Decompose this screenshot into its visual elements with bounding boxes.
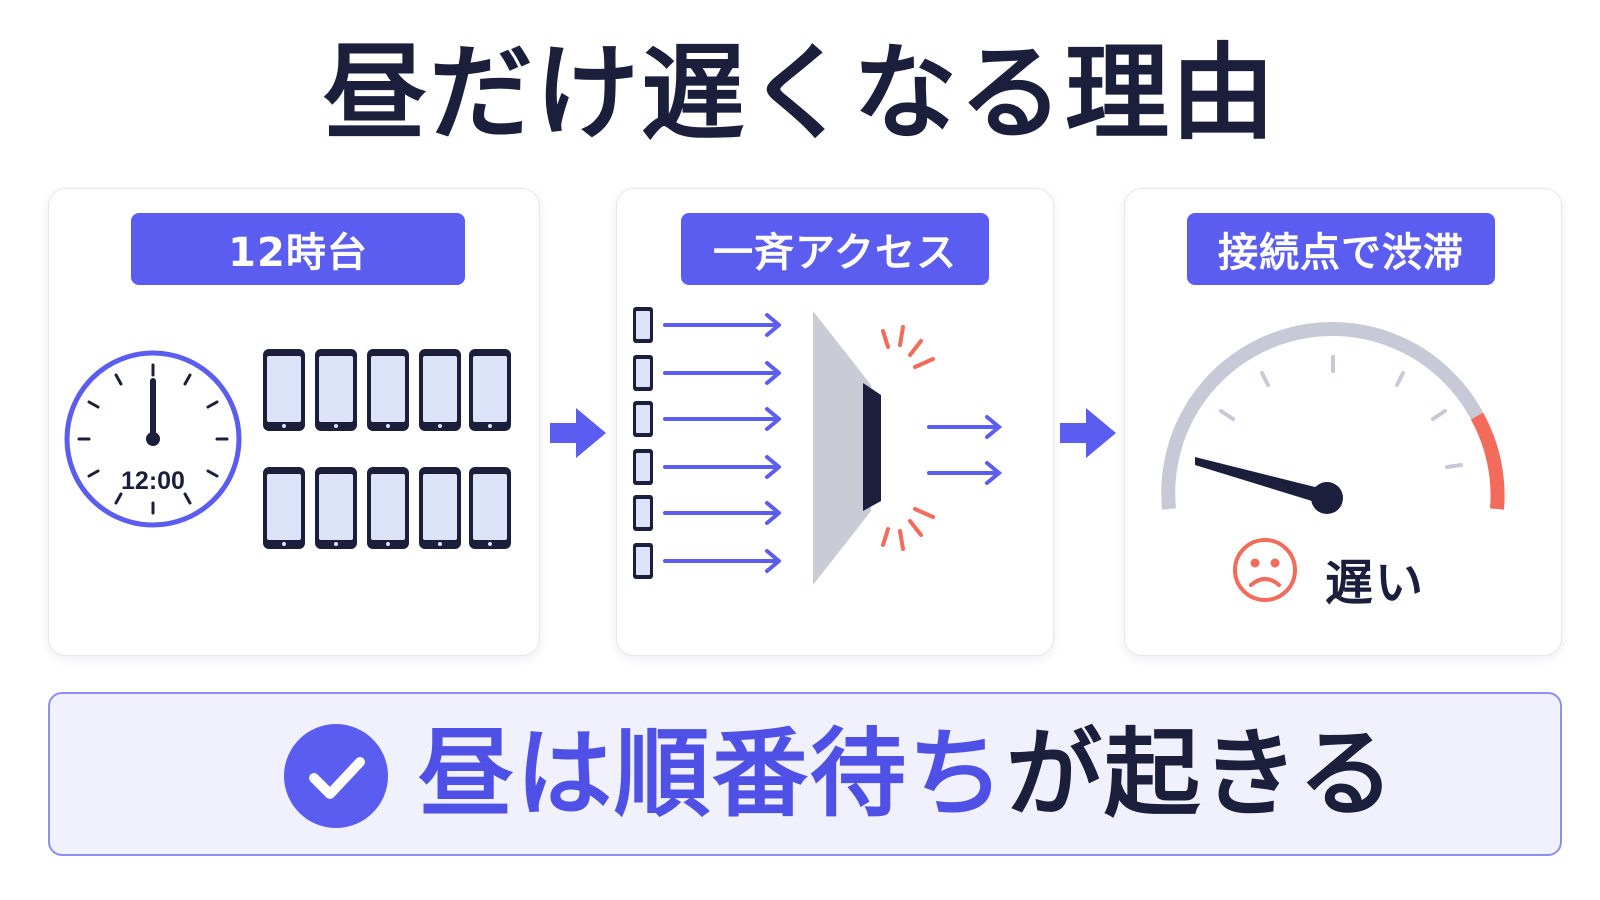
sad-face-icon <box>1233 538 1297 602</box>
step-card-simultaneous-access: 一斉アクセス <box>616 188 1054 656</box>
request-row <box>633 307 781 343</box>
speedometer-icon <box>1161 322 1505 514</box>
smartphone-icon <box>469 467 511 549</box>
conclusion-banner: 昼は順番待ちが起きる <box>48 692 1562 856</box>
arrow-right-icon <box>548 406 608 464</box>
clock-icon: 12:00 <box>64 350 242 528</box>
request-row <box>633 355 781 391</box>
smartphone-grid <box>263 349 511 549</box>
step-label: 一斉アクセス <box>681 213 989 285</box>
outgoing-requests <box>927 415 1003 485</box>
smartphone-icon <box>419 349 461 431</box>
arrow-right-icon <box>1058 406 1118 464</box>
clock-time-label: 12:00 <box>121 467 185 495</box>
step-label: 接続点で渋滞 <box>1187 213 1495 285</box>
step-card-congestion: 接続点で渋滞 遅い <box>1124 188 1562 656</box>
smartphone-icon <box>367 467 409 549</box>
smartphone-icon <box>263 349 305 431</box>
peak-hour-illustration: 12:00 <box>64 349 511 549</box>
smartphone-icon <box>419 467 461 549</box>
smartphone-icon <box>263 467 305 549</box>
conclusion-text: 昼は順番待ちが起きる <box>418 694 1396 854</box>
smartphone-icon <box>315 467 357 549</box>
request-row <box>633 495 781 531</box>
conclusion-rest: が起きる <box>1006 718 1397 830</box>
request-row <box>633 543 781 579</box>
smartphone-icon <box>367 349 409 431</box>
page-title: 昼だけ遅くなる理由 <box>322 32 1277 154</box>
check-circle-icon <box>284 724 388 828</box>
step-label: 12時台 <box>131 213 465 285</box>
step-card-peak-hour: 12時台 12:00 <box>48 188 540 656</box>
incoming-requests <box>633 307 781 579</box>
access-illustration <box>633 307 1003 585</box>
speed-illustration <box>1161 322 1505 602</box>
status-text-slow: 遅い <box>1325 555 1426 611</box>
request-row <box>633 449 781 485</box>
congestion-spark-icon <box>881 325 935 551</box>
smartphone-icon <box>469 349 511 431</box>
conclusion-highlight: 昼は順番待ち <box>418 718 1006 830</box>
funnel-icon <box>813 311 881 585</box>
smartphone-icon <box>315 349 357 431</box>
request-row <box>633 401 781 437</box>
